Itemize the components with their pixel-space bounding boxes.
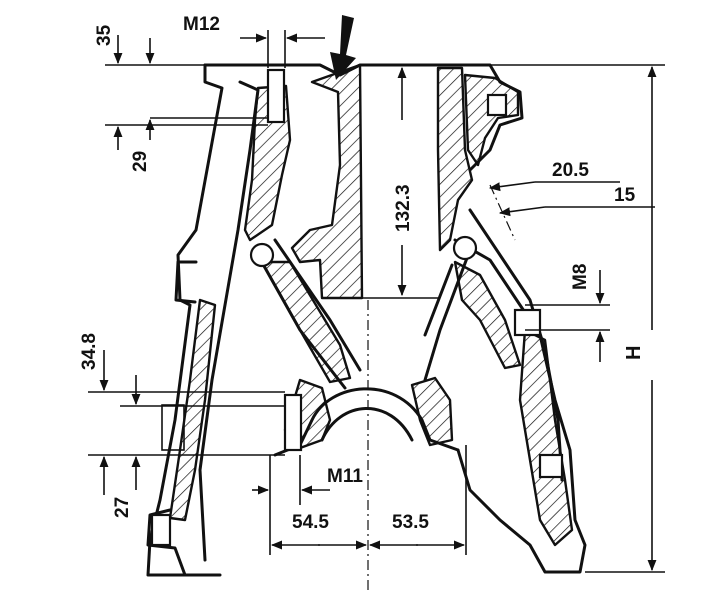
left-rib-section (260, 260, 352, 384)
label-15: 15 (614, 185, 636, 206)
m8-bolt-boss (513, 308, 542, 337)
dimension-lines (88, 30, 665, 573)
bolt-holes (150, 68, 564, 547)
oil-gallery-right (452, 235, 478, 261)
dimension-labels: M12 35 29 132.3 20.5 15 M8 H 34.8 27 M11… (79, 14, 645, 533)
right-bearing-section (410, 376, 454, 447)
label-34-8: 34.8 (79, 333, 100, 370)
label-27: 27 (112, 497, 133, 518)
label-h: H (623, 346, 645, 360)
center-lines (367, 184, 516, 590)
cylinder-wall-section (290, 63, 364, 300)
direction-arrow (330, 15, 356, 80)
right-skirt-section (518, 328, 574, 547)
upper-right-bolt-boss (486, 93, 508, 117)
left-lug (174, 260, 198, 304)
right-wall-section (436, 66, 474, 252)
left-lower-flange (146, 508, 187, 577)
label-54-5: 54.5 (292, 512, 329, 533)
lower-right-bolt-boss (538, 453, 564, 479)
head-bolt-hole-m12 (266, 68, 286, 124)
oil-gallery-left (249, 242, 275, 268)
label-53-5: 53.5 (392, 512, 429, 533)
right-rib-section (453, 260, 522, 370)
label-20-5: 20.5 (552, 160, 589, 181)
right-upper-bracket-section (463, 73, 520, 167)
label-m11: M11 (327, 466, 363, 487)
left-skirt-section (168, 298, 217, 522)
label-m12: M12 (183, 14, 220, 35)
main-bolt-hole-m11 (283, 393, 303, 452)
label-132-3: 132.3 (393, 184, 414, 232)
label-35: 35 (94, 24, 115, 46)
label-29: 29 (130, 151, 151, 172)
bearing-saddle-inner (320, 407, 414, 442)
hatched-sections (168, 63, 574, 547)
label-m8: M8 (570, 264, 591, 290)
lower-left-bolt-boss (150, 513, 172, 547)
